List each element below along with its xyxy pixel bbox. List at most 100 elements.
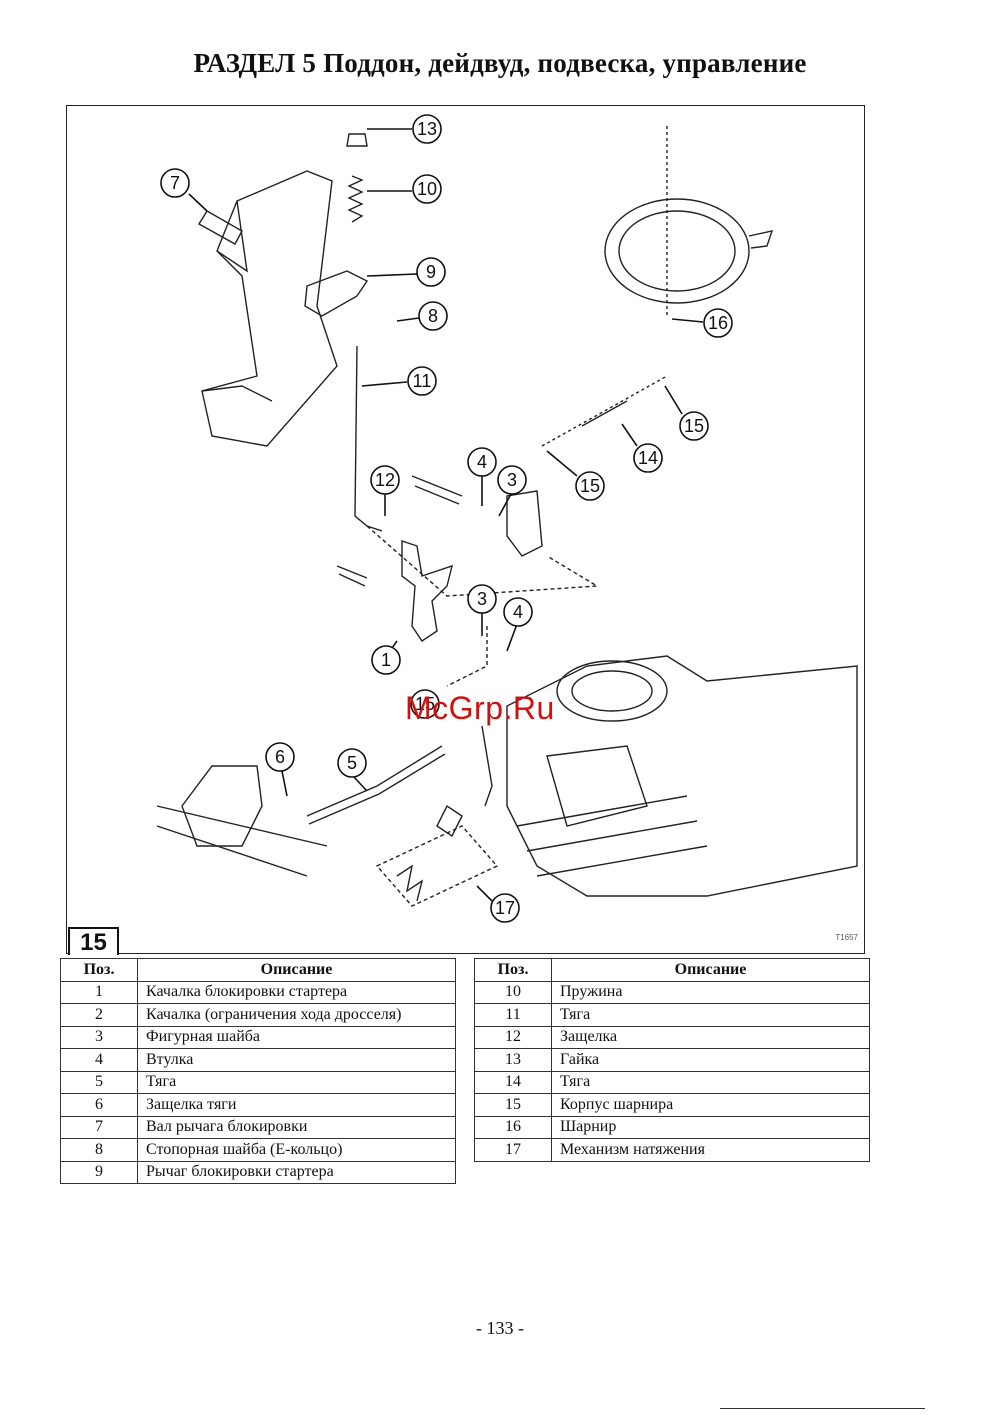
callout-3b: 3: [477, 589, 487, 609]
row-desc: Качалка (ограничения хода дросселя): [137, 1003, 456, 1027]
row-pos: 11: [474, 1003, 552, 1027]
divider: [720, 1408, 925, 1409]
callout-10: 10: [417, 179, 437, 199]
row-desc: Корпус шарнира: [551, 1093, 870, 1117]
callout-15: 15: [580, 476, 600, 496]
row-desc: Гайка: [551, 1048, 870, 1072]
exploded-diagram: 13 10 9 8 7 11 12 4 3 15 14 15 16 1 3 4 …: [66, 105, 865, 954]
row-desc: Качалка блокировки стартера: [137, 980, 456, 1004]
row-pos: 10: [474, 980, 552, 1004]
bracket-housing: [201, 170, 338, 447]
rod-5: [306, 745, 443, 817]
page-number: - 133 -: [476, 1318, 524, 1338]
callout-12: 12: [375, 470, 395, 490]
callout-15c: 15: [415, 694, 435, 714]
watermark: McGrp.Ru: [405, 690, 555, 726]
callout-labels: 13 10 9 8 7 11 12 4 3 15 14 15 16 1 3 4 …: [170, 119, 728, 918]
row-pos: 6: [60, 1093, 138, 1117]
plate-1: [401, 540, 453, 642]
row-pos: 2: [60, 1003, 138, 1027]
figure-number: 15: [68, 927, 119, 956]
callout-16: 16: [708, 313, 728, 333]
row-desc: Втулка: [137, 1048, 456, 1072]
row-desc: Механизм натяжения: [551, 1138, 870, 1162]
header-desc: Описание: [551, 958, 870, 982]
callout-4b: 4: [513, 602, 523, 622]
row-pos: 7: [60, 1115, 138, 1139]
callout-4: 4: [477, 452, 487, 472]
row-desc: Фигурная шайба: [137, 1025, 456, 1049]
callout-17: 17: [495, 898, 515, 918]
callout-9: 9: [426, 262, 436, 282]
row-pos: 8: [60, 1138, 138, 1162]
callout-8: 8: [428, 306, 438, 326]
table-header-row: Поз. Описание: [474, 958, 870, 982]
callout-13: 13: [417, 119, 437, 139]
row-desc: Тяга: [137, 1070, 456, 1094]
callout-7: 7: [170, 173, 180, 193]
row-pos: 9: [60, 1160, 138, 1184]
callout-15b: 15: [684, 416, 704, 436]
header-pos: Поз.: [474, 958, 552, 982]
row-desc: Шарнир: [551, 1115, 870, 1139]
callout-1: 1: [381, 650, 391, 670]
section-title: РАЗДЕЛ 5 Поддон, дейдвуд, подвеска, упра…: [193, 48, 807, 78]
bracket-lower: [181, 765, 263, 847]
row-pos: 5: [60, 1070, 138, 1094]
shaft-7: [198, 210, 243, 245]
table-header-row: Поз. Описание: [60, 958, 456, 982]
rod-14: [581, 400, 628, 427]
engine-block: [506, 655, 858, 897]
callout-14: 14: [638, 448, 658, 468]
row-pos: 15: [474, 1093, 552, 1117]
header-pos: Поз.: [60, 958, 138, 982]
row-desc: Защелка тяги: [137, 1093, 456, 1117]
row-desc: Стопорная шайба (Е-кольцо): [137, 1138, 456, 1162]
header-desc: Описание: [137, 958, 456, 982]
callout-5: 5: [347, 753, 357, 773]
spring-10: [347, 175, 364, 223]
row-desc: Пружина: [551, 980, 870, 1004]
row-desc: Защелка: [551, 1025, 870, 1049]
figure-code: T1657: [835, 933, 858, 942]
row-pos: 13: [474, 1048, 552, 1072]
row-desc: Рычаг блокировки стартера: [137, 1160, 456, 1184]
row-desc: Вал рычага блокировки: [137, 1115, 456, 1139]
row-pos: 4: [60, 1048, 138, 1072]
row-pos: 17: [474, 1138, 552, 1162]
lever-9: [304, 270, 369, 317]
cable: [481, 725, 493, 807]
callout-3: 3: [507, 470, 517, 490]
row-pos: 3: [60, 1025, 138, 1049]
row-pos: 14: [474, 1070, 552, 1094]
row-pos: 12: [474, 1025, 552, 1049]
row-desc: Тяга: [551, 1070, 870, 1094]
callout-6: 6: [275, 747, 285, 767]
rod-11: [354, 345, 383, 532]
callout-11: 11: [413, 371, 432, 391]
ring: [604, 198, 750, 304]
row-pos: 16: [474, 1115, 552, 1139]
row-pos: 1: [60, 980, 138, 1004]
diagram-drawing: 13 10 9 8 7 11 12 4 3 15 14 15 16 1 3 4 …: [156, 114, 858, 923]
row-desc: Тяга: [551, 1003, 870, 1027]
